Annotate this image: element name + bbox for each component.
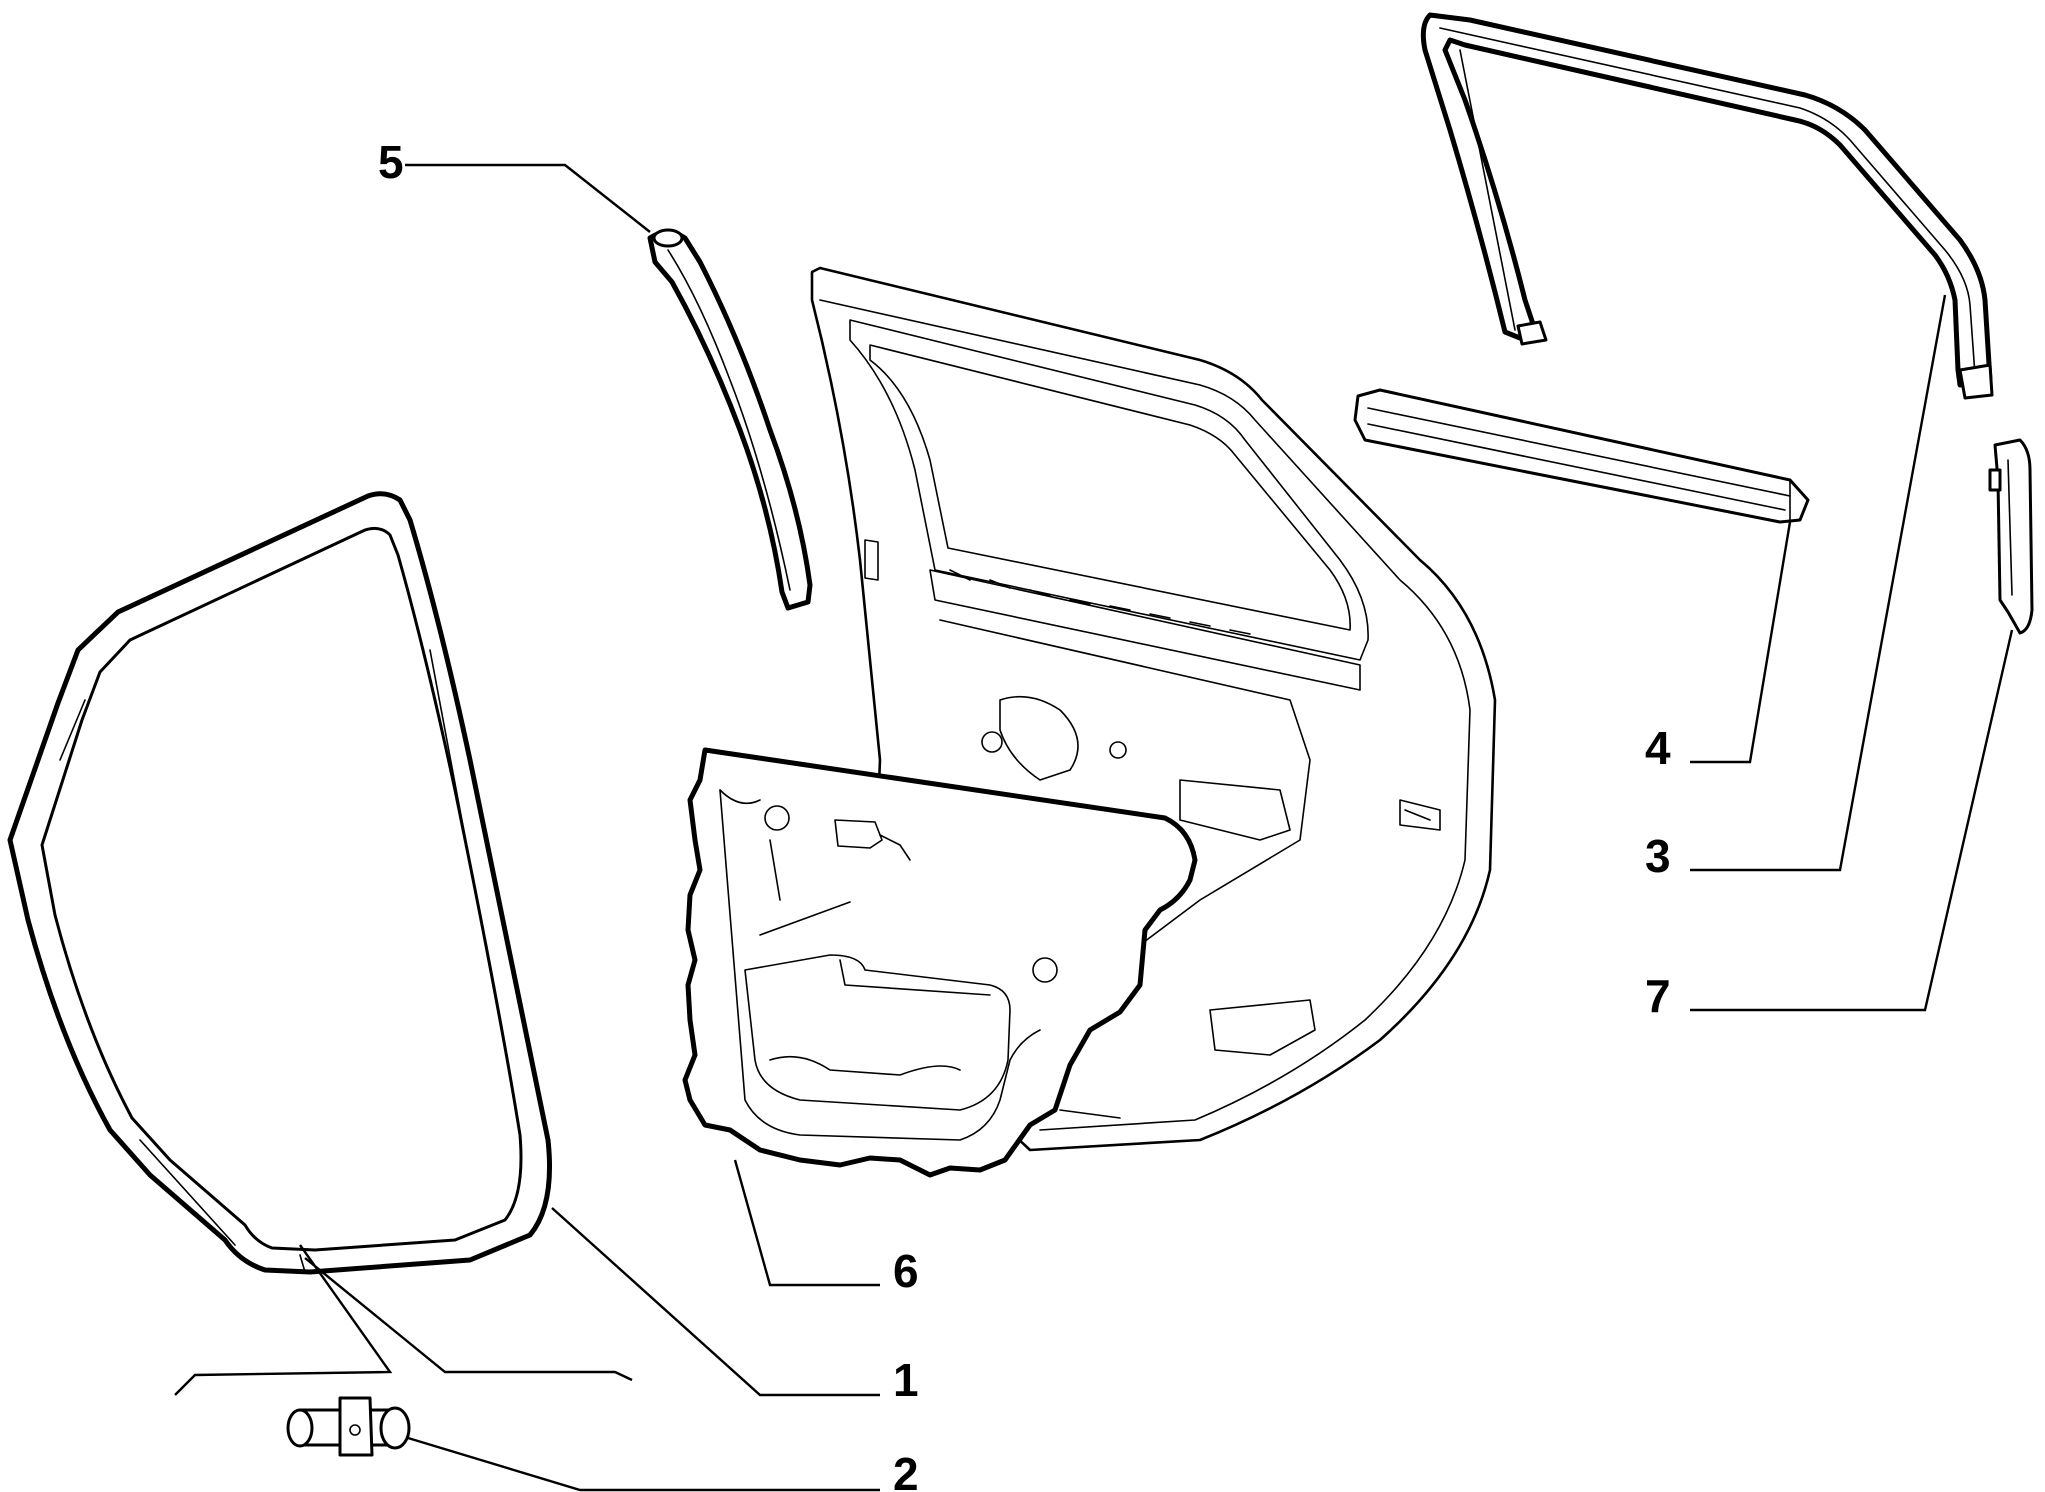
callout-1: 1 — [893, 1354, 919, 1406]
leader-2 — [407, 1436, 880, 1492]
leader-5 — [405, 163, 651, 233]
callout-3: 3 — [1645, 830, 1671, 882]
leader-6 — [733, 1159, 880, 1287]
door-sheet-part-6 — [682, 747, 1198, 1178]
weatherstrip-seal-part-1 — [7, 491, 552, 1275]
leader-1 — [551, 1207, 880, 1397]
window-sill-seal-part-4 — [1353, 388, 1810, 524]
unlabelled-leader-a — [174, 1244, 393, 1396]
callout-4: 4 — [1645, 722, 1671, 774]
callout-5: 5 — [378, 136, 404, 188]
callout-7: 7 — [1645, 970, 1671, 1022]
callout-6: 6 — [893, 1245, 919, 1297]
fastener-plug-part-2 — [286, 1396, 411, 1457]
small-trim-part-7 — [1988, 438, 2034, 635]
leader-4 — [1690, 521, 1792, 764]
unlabelled-leader-b — [304, 1257, 633, 1382]
leader-7 — [1690, 629, 2014, 1012]
leader-3 — [1690, 294, 1947, 872]
callout-2: 2 — [893, 1448, 919, 1492]
front-channel-strip-part-5 — [647, 228, 813, 611]
window-frame-seal-part-3 — [1420, 12, 1994, 400]
